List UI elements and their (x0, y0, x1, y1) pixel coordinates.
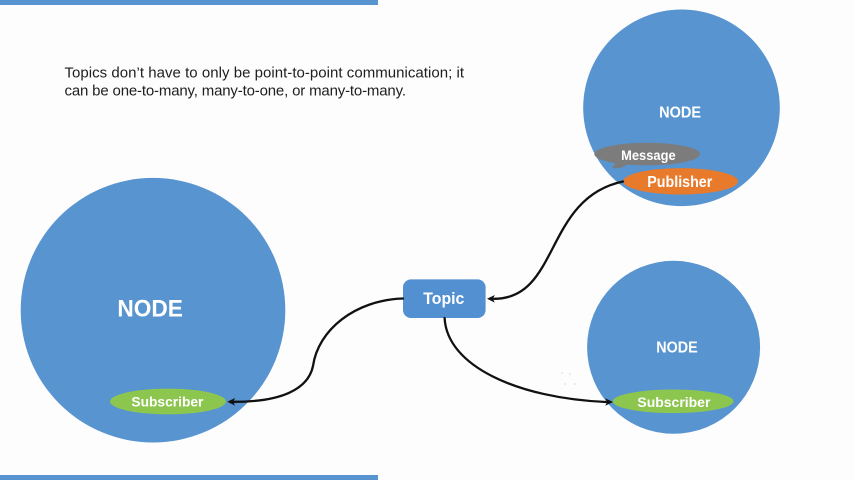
svg-text:NODE: NODE (656, 340, 698, 357)
svg-text:Subscriber: Subscriber (637, 394, 711, 410)
svg-text:Message: Message (621, 147, 676, 163)
svg-text:Topic: Topic (423, 289, 464, 308)
svg-text:Topics don’t have to only be p: Topics don’t have to only be point-to-po… (65, 65, 465, 82)
svg-text:Publisher: Publisher (647, 174, 712, 191)
svg-text:can be one-to-many, many-to-on: can be one-to-many, many-to-one, or many… (65, 83, 407, 100)
svg-text:NODE: NODE (659, 105, 701, 122)
svg-text:NODE: NODE (117, 295, 183, 322)
svg-text:Subscriber: Subscriber (131, 393, 204, 409)
